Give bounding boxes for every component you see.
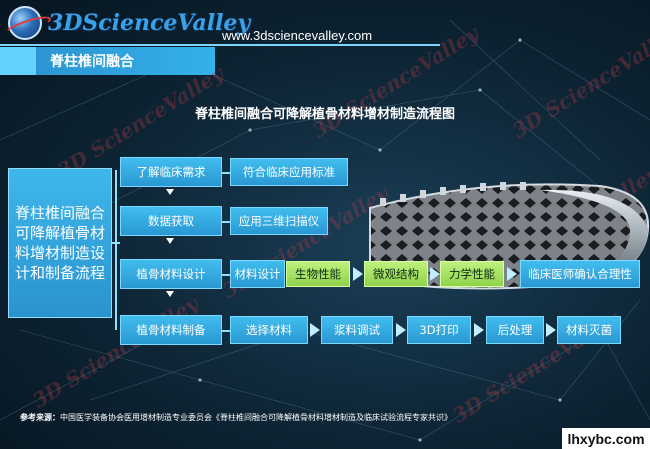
chevron-right-icon [396, 323, 406, 337]
node-3d-scanner: 应用三维扫描仪 [230, 207, 328, 235]
node-select-material: 选择材料 [230, 316, 308, 344]
chevron-right-icon [430, 267, 440, 281]
node-mechanical-performance: 力学性能 [440, 261, 504, 287]
connector [112, 242, 120, 244]
reference-source: 参考来源：中国医学装备协会医用增材制造专业委员会《脊柱椎间融合可降解植骨材料增材… [20, 412, 452, 423]
website-url[interactable]: www.3dsciencevalley.com [222, 28, 373, 43]
connector [222, 330, 230, 332]
connector [222, 172, 230, 174]
chevron-right-icon [546, 323, 556, 337]
node-post-processing: 后处理 [486, 316, 544, 344]
chevron-right-icon [310, 323, 320, 337]
connector-trunk [115, 170, 117, 330]
down-arrow-icon [166, 189, 174, 195]
chevron-right-icon [507, 267, 517, 281]
connector [222, 221, 230, 223]
root-process-box: 脊柱椎间融合可降解植骨材料增材制造设计和制备流程 [8, 168, 112, 318]
logo: 3DScienceValley [8, 4, 250, 42]
node-clinical-standard: 符合临床应用标准 [230, 158, 348, 186]
step-clinical-needs: 了解临床需求 [120, 157, 222, 187]
step-material-design: 植骨材料设计 [120, 259, 222, 289]
chevron-right-icon [474, 323, 484, 337]
node-material-design: 材料设计 [230, 260, 285, 288]
node-clinician-confirm: 临床医师确认合理性 [520, 260, 640, 288]
node-sterilization: 材料灭菌 [557, 316, 621, 344]
node-3d-printing: 3D打印 [407, 316, 471, 344]
header-divider [0, 44, 440, 46]
node-bio-performance: 生物性能 [286, 261, 350, 287]
node-microstructure: 微观结构 [364, 261, 428, 287]
section-bar-accent [0, 47, 36, 75]
diagram-title: 脊柱椎间融合可降解植骨材料增材制造流程图 [194, 107, 455, 122]
connector [222, 274, 230, 276]
step-data-acquisition: 数据获取 [120, 206, 222, 236]
step-material-preparation: 植骨材料制备 [120, 315, 222, 345]
corner-watermark: lhxybc.com [562, 428, 650, 449]
globe-icon [8, 6, 42, 40]
reference-text: 中国医学装备协会医用增材制造专业委员会《脊柱椎间融合可降解植骨材料增材制造及临床… [60, 413, 452, 422]
root-process-label: 脊柱椎间融合可降解植骨材料增材制造设计和制备流程 [14, 204, 105, 282]
section-title: 脊柱椎间融合 [50, 54, 134, 70]
node-slurry-debug: 浆料调试 [321, 316, 393, 344]
logo-text: 3DScienceValley [48, 10, 251, 36]
chevron-right-icon [353, 267, 363, 281]
down-arrow-icon [166, 291, 174, 297]
reference-label: 参考来源： [20, 413, 60, 422]
down-arrow-icon [166, 238, 174, 244]
